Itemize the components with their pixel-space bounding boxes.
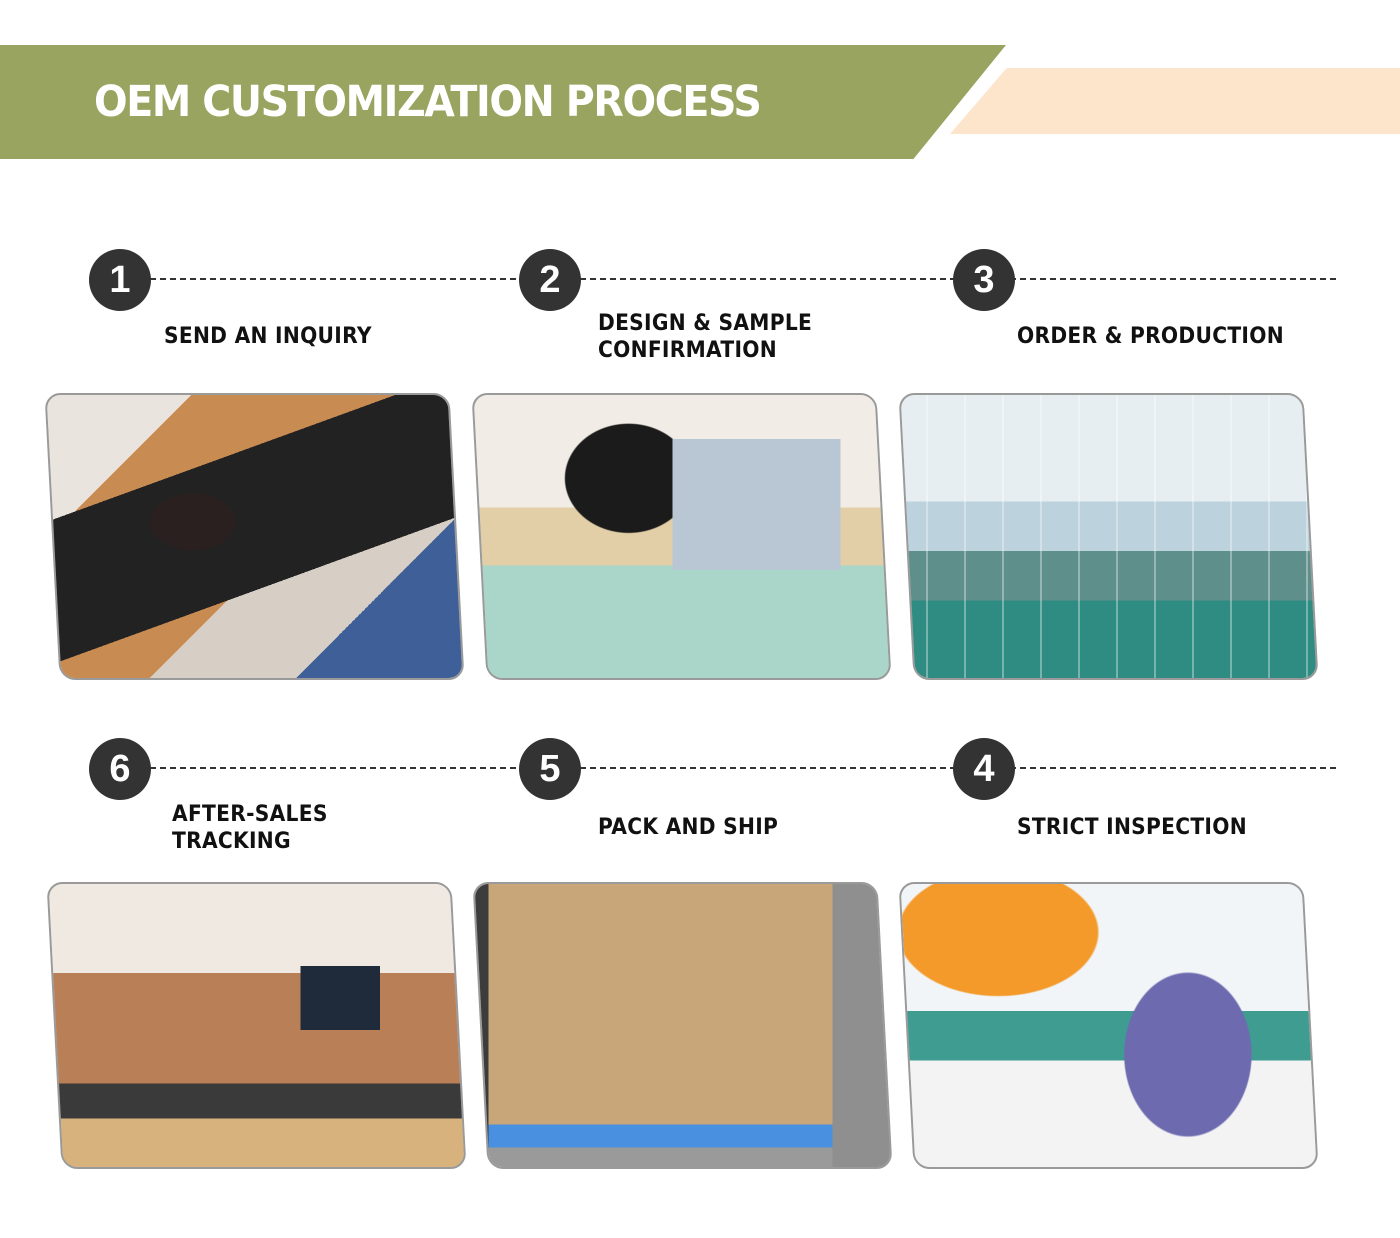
pallet-shipping-image — [472, 882, 893, 1169]
office-design-image — [471, 393, 892, 680]
step-number-badge: 6 — [89, 738, 151, 800]
photo-order-production — [898, 393, 1319, 680]
step-label-line: TRACKING — [172, 829, 291, 854]
step-label-line: CONFIRMATION — [598, 338, 777, 363]
step-label: DESIGN & SAMPLE CONFIRMATION — [598, 310, 812, 364]
photo-send-inquiry — [44, 393, 465, 680]
factory-production-image — [898, 393, 1319, 680]
header-accent-stripe — [950, 68, 1400, 134]
step-label: PACK AND SHIP — [598, 814, 778, 841]
page-title: OEM CUSTOMIZATION PROCESS — [94, 77, 762, 127]
step-label-line: STRICT INSPECTION — [1017, 815, 1247, 840]
step-label-line: ORDER & PRODUCTION — [1017, 324, 1284, 349]
step-label: STRICT INSPECTION — [1017, 814, 1247, 841]
photo-strict-inspection — [898, 882, 1319, 1169]
step-label: SEND AN INQUIRY — [164, 323, 372, 350]
step-number-badge: 5 — [519, 738, 581, 800]
step-label-line: SEND AN INQUIRY — [164, 324, 372, 349]
step-number-badge: 3 — [953, 249, 1015, 311]
step-label-line: DESIGN & SAMPLE — [598, 311, 813, 336]
photo-after-sales — [46, 882, 467, 1169]
office-aftersales-image — [46, 882, 467, 1169]
step-label: AFTER-SALES TRACKING — [172, 801, 328, 855]
header-banner — [0, 45, 1006, 159]
timeline-dashed-line-row-2 — [150, 767, 1336, 769]
step-label-line: AFTER-SALES — [172, 802, 328, 827]
step-number-badge: 1 — [89, 249, 151, 311]
step-label-line: PACK AND SHIP — [598, 815, 779, 840]
card-inspection-image — [898, 882, 1319, 1169]
photo-pack-ship — [472, 882, 893, 1169]
step-label: ORDER & PRODUCTION — [1017, 323, 1284, 350]
step-number-badge: 4 — [953, 738, 1015, 800]
timeline-dashed-line-row-1 — [150, 278, 1336, 280]
laptop-inquiry-image — [44, 393, 465, 680]
photo-design-sample — [471, 393, 892, 680]
step-number-badge: 2 — [519, 249, 581, 311]
